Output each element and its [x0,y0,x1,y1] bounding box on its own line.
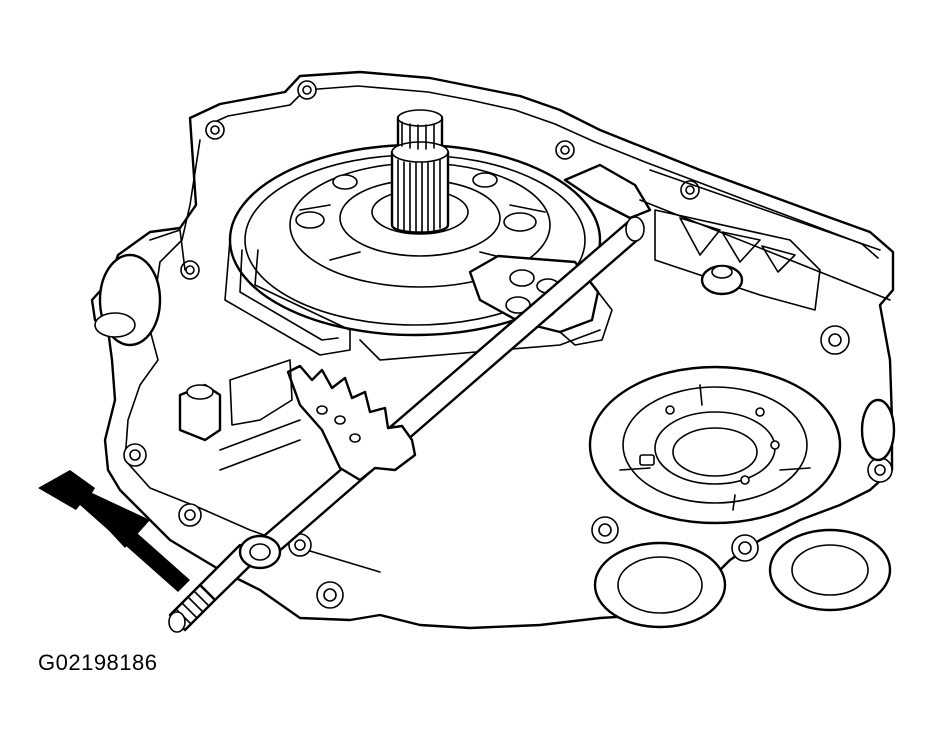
input-shaft [390,109,450,234]
clutch-piston-bore [588,365,842,525]
valve-body-channels [224,239,601,361]
arrow-icon [38,470,190,592]
accumulator-housings [593,398,896,629]
detent-spring-bracket [178,359,301,471]
case-rib-panel [639,169,891,311]
figure-id-label: G02198186 [38,650,158,675]
threaded-shaft-end [168,534,282,633]
flange-bolt-holes [123,80,893,609]
detent-lever-sector [286,364,417,482]
case-side-boss [94,229,186,347]
